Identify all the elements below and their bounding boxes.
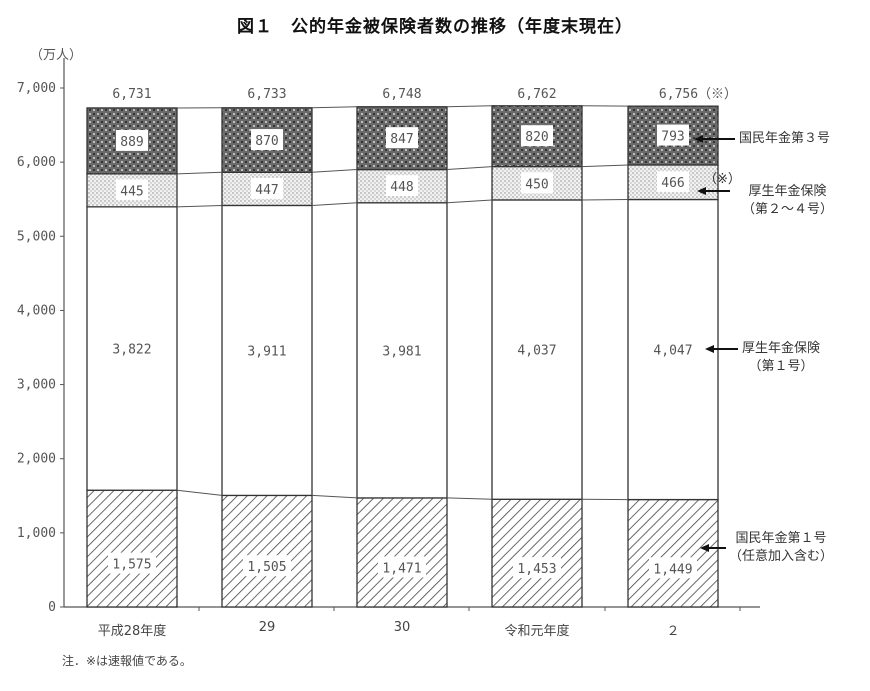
- bar-segment: [221, 494, 313, 608]
- bar-value-label: 448: [390, 180, 413, 195]
- bar-value-label: 793: [661, 130, 684, 145]
- bar-segment: [86, 206, 178, 491]
- arrow-icon: [705, 345, 714, 353]
- legend-kosei-1: 厚生年金保険（第１号）: [742, 341, 821, 374]
- connector-line: [446, 497, 493, 500]
- legend-kokumin-1: 国民年金第１号（任意加入含む）: [729, 531, 834, 564]
- y-tick-label: 3,000: [17, 378, 56, 393]
- bar-segment: [86, 107, 178, 175]
- connector-line: [446, 199, 493, 204]
- legend-kosei-2-4: 厚生年金保険（第２～４号）: [742, 184, 834, 217]
- bar-value-label: 1,449: [653, 562, 692, 577]
- provisional-mark: （※）: [704, 172, 741, 187]
- y-tick-label: 2,000: [17, 452, 56, 467]
- bar-group: 1,505 3,911 447 870: [221, 107, 313, 608]
- bar-group: 1,575 3,822 445 889: [86, 107, 178, 608]
- bar-segment: [627, 164, 719, 201]
- bar-segment: [491, 199, 583, 500]
- arrow-icon: [697, 187, 706, 195]
- y-tick-label: 0: [48, 600, 56, 615]
- bar-total-label: 6,748: [382, 87, 421, 102]
- bar-total-label: 6,756（※）: [659, 87, 737, 102]
- bar-total-label: 6,731: [112, 87, 151, 102]
- bar-value-label: 847: [390, 132, 413, 147]
- y-tick-label: 4,000: [17, 303, 56, 318]
- connector-line: [581, 164, 629, 168]
- chart-title: 図１ 公的年金被保険者数の推移（年度末現在）: [237, 17, 633, 37]
- bar-value-label: 3,822: [112, 343, 151, 358]
- connector-line: [176, 171, 223, 175]
- bar-value-label: 1,575: [112, 558, 151, 573]
- bar-value-label: 445: [120, 184, 143, 199]
- connector-line: [446, 166, 493, 171]
- x-tick-label: ２: [666, 624, 680, 639]
- y-tick-label: 1,000: [17, 526, 56, 541]
- bar-group: 1,449 4,047 466 793: [627, 105, 719, 608]
- bar-total-label: 6,733: [247, 87, 286, 102]
- connector-line: [176, 489, 223, 496]
- legend-kokumin-3: 国民年金第３号: [739, 131, 831, 146]
- x-tick-label: 30: [393, 620, 411, 635]
- x-tick-label: 令和元年度: [504, 624, 570, 639]
- bar-value-label: 3,981: [382, 344, 421, 359]
- footnote: 注．※は速報値である。: [62, 654, 192, 668]
- arrow-icon: [700, 544, 709, 552]
- bar-segment: [221, 204, 313, 497]
- bar-value-label: 1,505: [247, 560, 286, 575]
- bar-segment: [356, 202, 448, 499]
- bar-segment: [491, 498, 583, 608]
- bar-value-label: 820: [525, 130, 548, 145]
- bar-segment: [86, 489, 178, 608]
- connector-line: [446, 105, 493, 108]
- y-tick-label: 6,000: [17, 155, 56, 170]
- connector-line: [176, 204, 223, 208]
- bar-value-label: 1,471: [382, 561, 421, 576]
- bar-total-label: 6,762: [517, 87, 556, 102]
- bar-segment: [356, 497, 448, 608]
- bar-value-label: 450: [525, 177, 548, 192]
- y-tick-label: 5,000: [17, 229, 56, 244]
- connector-line: [311, 494, 358, 499]
- x-tick-label: 平成28年度: [97, 624, 167, 639]
- bar-segment: [627, 198, 719, 501]
- bar-value-label: 466: [661, 176, 684, 191]
- connector-line: [311, 202, 358, 206]
- connector-line: [311, 169, 358, 173]
- bar-value-label: 870: [255, 134, 278, 149]
- bar-value-label: 3,911: [247, 344, 286, 359]
- bar-segment: [627, 498, 719, 608]
- bar-group: 1,471 3,981 448 847: [356, 106, 448, 608]
- y-tick-label: 7,000: [17, 81, 56, 96]
- y-axis-unit: （万人）: [30, 48, 83, 63]
- bar-value-label: 889: [120, 135, 143, 150]
- bar-value-label: 1,453: [517, 562, 556, 577]
- x-tick-label: 29: [258, 620, 276, 635]
- bar-group: 1,453 4,037 450 820: [491, 105, 583, 608]
- arrow-icon: [694, 135, 703, 143]
- bar-value-label: 4,047: [653, 344, 692, 359]
- bar-value-label: 4,037: [517, 344, 556, 359]
- bar-value-label: 447: [255, 183, 278, 198]
- connector-line: [311, 106, 358, 109]
